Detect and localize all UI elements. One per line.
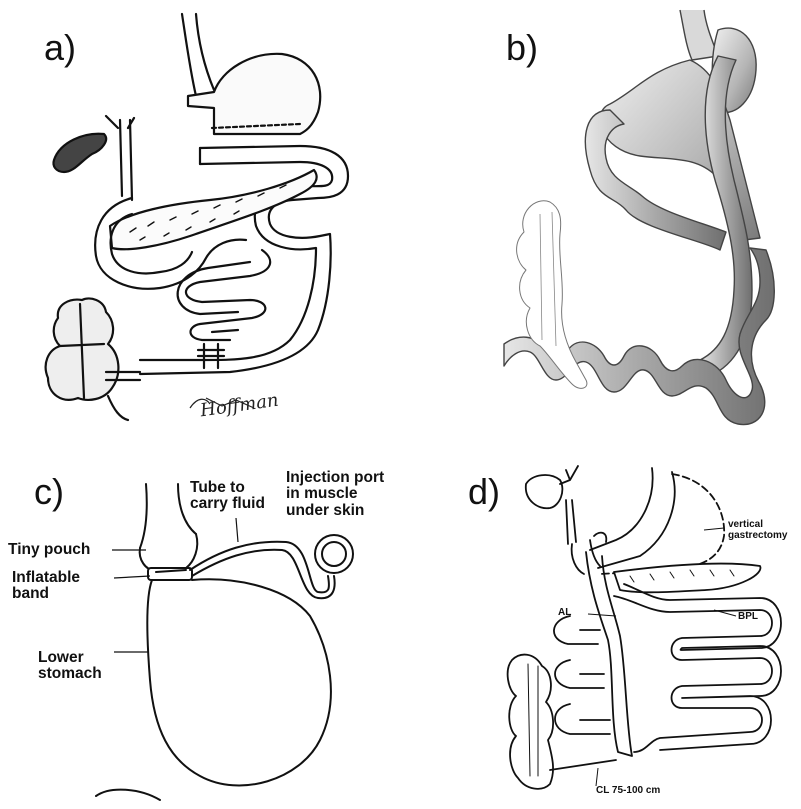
esophagus [182, 14, 196, 96]
sleeve-stomach [590, 468, 675, 568]
label-bpl: BPL [738, 612, 758, 623]
label-tube: Tube to carry fluid [190, 480, 265, 513]
fluid-tube [190, 542, 329, 593]
label-injection-port: Injection port in muscle under skin [286, 470, 384, 519]
label-tiny-pouch: Tiny pouch [8, 542, 90, 558]
panel-b-gastric-bypass: b) [400, 0, 801, 440]
appendix [108, 396, 128, 420]
gallbladder-d [526, 475, 563, 508]
stomach-remnant [188, 54, 320, 134]
label-inflatable-band: Inflatable band [12, 570, 80, 603]
esophagus-c [140, 484, 147, 548]
bile-duct [106, 116, 134, 200]
vertical-gastrectomy-area [600, 474, 724, 574]
label-lower-stomach: Lower stomach [38, 650, 102, 683]
common-channel-d [554, 616, 610, 734]
label-vertical-gastrectomy: vertical gastrectomy [728, 520, 787, 541]
label-cl: CL 75-100 cm [596, 786, 660, 797]
esophagus-b [680, 10, 718, 60]
injection-port [315, 535, 353, 573]
pancreas-d [614, 564, 760, 593]
label-al: AL [558, 608, 571, 619]
panel-d-duodenal-switch: d) [420, 440, 801, 809]
panel-a-biliopancreatic-diversion: a) [0, 0, 400, 440]
panel-a-illustration [0, 0, 400, 440]
panel-c-gastric-band: c) Tube to carry flu [0, 440, 420, 809]
tiny-pouch [140, 534, 198, 570]
lower-stomach [147, 579, 331, 785]
pancreas [110, 170, 317, 249]
gallbladder [53, 134, 106, 172]
panel-d-illustration [420, 440, 801, 809]
small-bowel-coils [186, 250, 270, 340]
panel-b-illustration [400, 0, 801, 440]
